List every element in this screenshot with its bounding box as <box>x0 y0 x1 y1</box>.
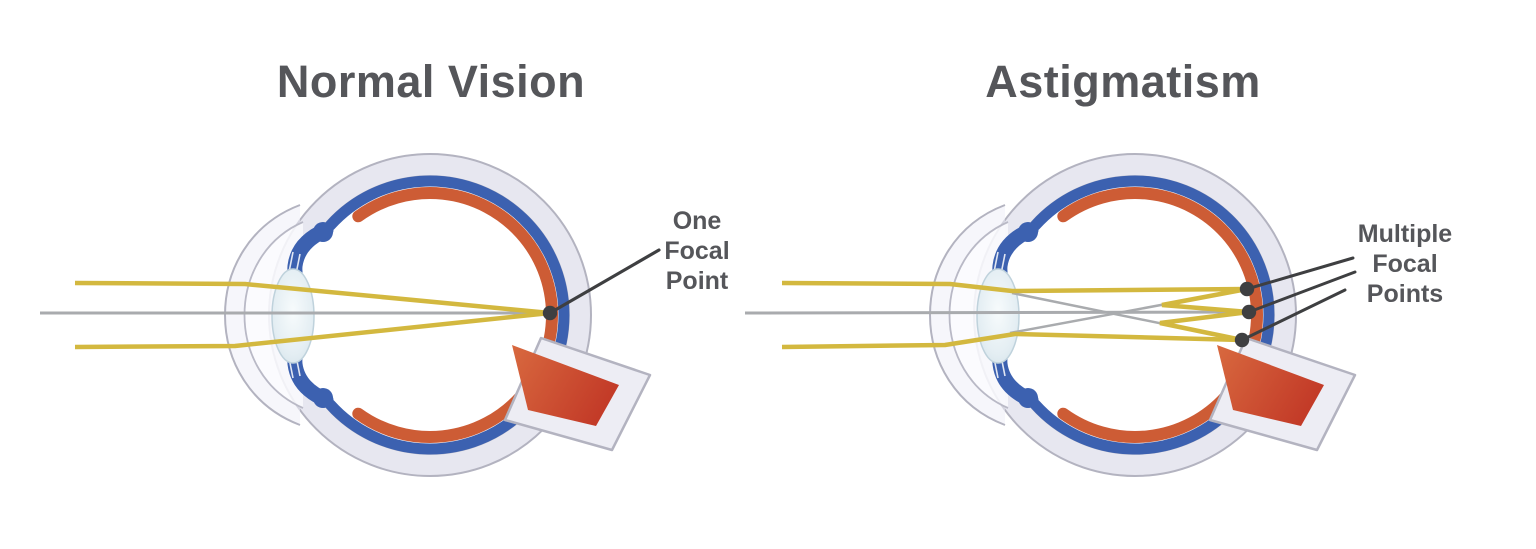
eyeball-cross-section <box>225 154 650 476</box>
panel-title-astigmatism: Astigmatism <box>985 56 1261 107</box>
panel-title-normal-vision: Normal Vision <box>276 56 586 107</box>
astigmatism-eye-diagram <box>744 154 1357 476</box>
callout-multiple-focal-points: Multiple Focal Points <box>1357 220 1453 308</box>
focal-point-dot <box>542 305 558 321</box>
focal-point-dot-1 <box>1239 281 1255 297</box>
leader-line-middle <box>1247 270 1357 314</box>
light-ray-bottom <box>781 331 1243 350</box>
leader-line-bottom <box>1240 288 1347 342</box>
focal-point-dot-3 <box>1234 332 1250 348</box>
normal-eye-diagram <box>40 154 661 476</box>
callout-one-focal-point: One Focal Point <box>664 207 730 295</box>
focal-point-dot-2 <box>1241 304 1257 320</box>
light-ray-top <box>781 280 1248 294</box>
light-ray-top <box>74 280 551 316</box>
leader-line <box>548 248 661 315</box>
leader-line-top <box>1245 256 1355 291</box>
light-ray-bottom <box>74 310 551 350</box>
optical-axis-ray <box>744 310 1250 315</box>
